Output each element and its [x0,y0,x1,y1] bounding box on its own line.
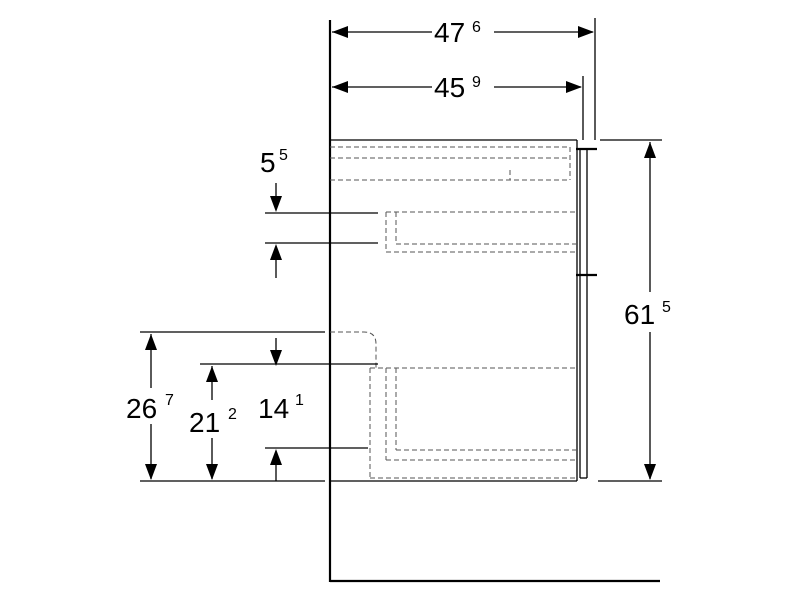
width-outer-value: 47 [434,17,465,48]
height-lower-decimal: 1 [295,392,304,409]
siphon-cutout-hidden [330,331,377,368]
height-total-value: 61 [624,299,655,330]
height-drawer-value: 21 [189,407,220,438]
cabinet-body [330,139,578,482]
lower-drawer-hidden [369,367,577,479]
height-siphon-value: 26 [126,393,157,424]
width-outer-decimal: 6 [472,19,481,36]
width-outer-dimension: 47 6 [332,17,596,140]
height-total-decimal: 5 [662,299,671,316]
height-total-dimension: 61 5 [598,139,671,482]
height-drawer-decimal: 2 [228,406,237,423]
height-lower-dimension: 14 1 [258,338,368,481]
height-siphon-decimal: 7 [165,392,174,409]
cabinet-front-panel [576,147,597,479]
top-shelf-hidden [330,146,571,181]
height-siphon-dimension: 26 7 [126,331,325,482]
height-lower-value: 14 [258,393,289,424]
width-inner-decimal: 9 [472,74,481,91]
height-drawer-dimension: 21 2 [189,363,378,480]
gap-top-decimal: 5 [279,147,288,164]
width-inner-dimension: 45 9 [332,72,584,140]
gap-top-value: 5 [260,147,276,178]
width-inner-value: 45 [434,72,465,103]
upper-drawer-hidden [385,211,577,253]
gap-top-dimension: 5 5 [260,147,378,278]
